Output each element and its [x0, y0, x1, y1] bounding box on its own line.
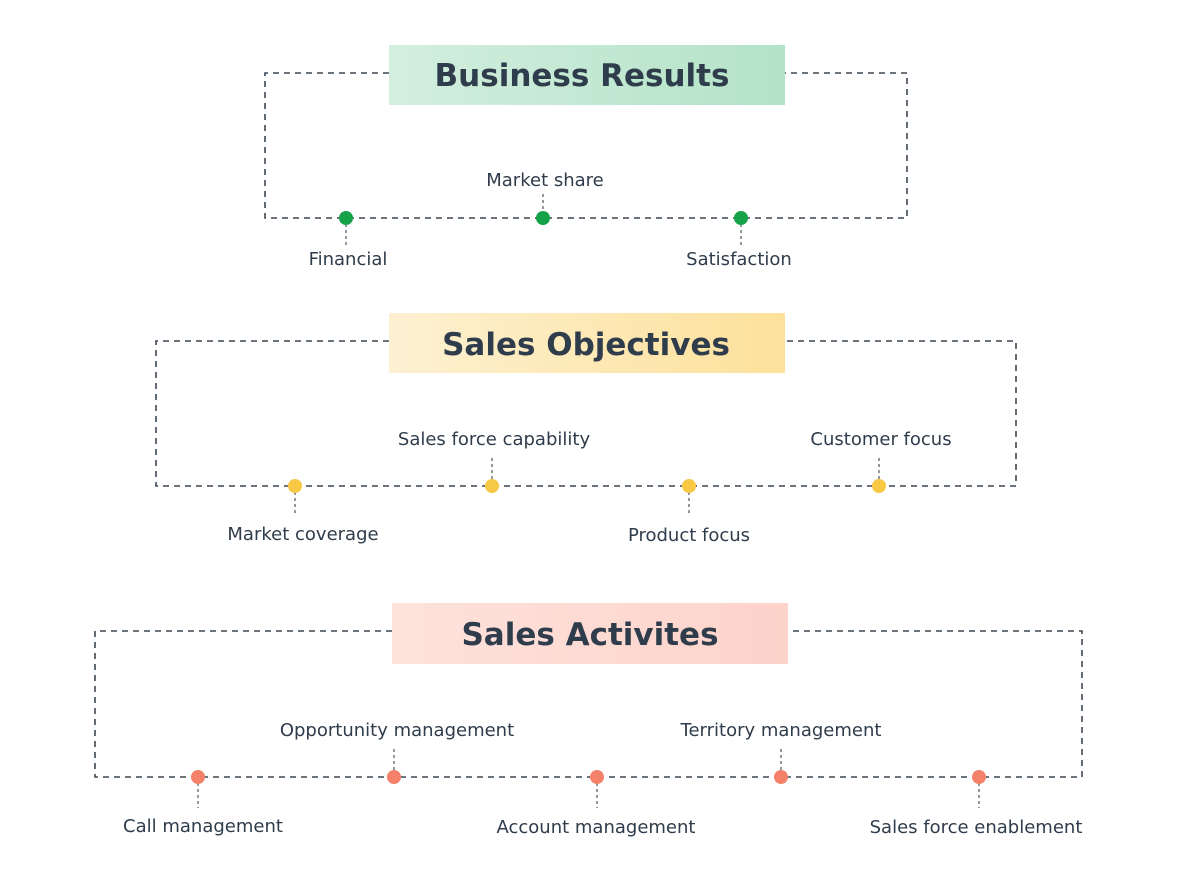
kpi-label: Product focus: [628, 525, 750, 546]
kpi-node: Market share: [486, 170, 604, 225]
kpi-dot: [972, 770, 986, 784]
kpi-node: Sales force capability: [398, 429, 591, 493]
kpi-label: Territory management: [680, 720, 882, 741]
kpi-label: Sales force enablement: [870, 817, 1083, 838]
kpi-label: Opportunity management: [280, 720, 514, 741]
kpi-label: Market share: [486, 170, 604, 191]
business-results-section: Business Results Financial Market share …: [264, 45, 908, 270]
kpi-dot: [774, 770, 788, 784]
kpi-label: Account management: [497, 817, 696, 838]
kpi-label: Call management: [123, 816, 283, 837]
kpi-node: Market coverage: [227, 479, 379, 545]
sales-activities-title-box: [392, 603, 788, 664]
sales-objectives-title: Sales Objectives: [442, 327, 730, 363]
sales-activities-frame: [94, 630, 1083, 778]
kpi-dot: [387, 770, 401, 784]
sales-objectives-section: Sales Objectives Market coverage Sales f…: [155, 313, 1017, 546]
business-results-frame: [264, 72, 908, 219]
kpi-node: Territory management: [680, 720, 882, 784]
kpi-node: Satisfaction: [686, 211, 792, 270]
kpi-label: Sales force capability: [398, 429, 591, 450]
kpi-node: Product focus: [628, 479, 750, 546]
kpi-node: Financial: [309, 211, 388, 270]
kpi-label: Financial: [309, 249, 388, 270]
kpi-dot: [872, 479, 886, 493]
kpi-dot: [734, 211, 748, 225]
kpi-label: Market coverage: [227, 524, 378, 545]
sales-objectives-title-box: [389, 313, 785, 373]
kpi-node: Call management: [123, 770, 283, 837]
kpi-dot: [485, 479, 499, 493]
kpi-node: Sales force enablement: [870, 770, 1083, 838]
kpi-dot: [536, 211, 550, 225]
sales-activities-section: Sales Activites Call management Opportun…: [94, 603, 1083, 838]
kpi-label: Customer focus: [810, 429, 951, 450]
business-results-title: Business Results: [435, 58, 730, 94]
kpi-dot: [682, 479, 696, 493]
business-results-title-box: [389, 45, 785, 105]
kpi-dot: [288, 479, 302, 493]
kpi-label: Satisfaction: [686, 249, 792, 270]
kpi-node: Customer focus: [810, 429, 952, 493]
kpi-dot: [590, 770, 604, 784]
kpi-node: Opportunity management: [280, 720, 514, 784]
sales-objectives-frame: [155, 340, 1017, 487]
sales-activities-title: Sales Activites: [461, 617, 718, 653]
kpi-node: Account management: [497, 770, 696, 838]
kpi-dot: [339, 211, 353, 225]
kpi-dot: [191, 770, 205, 784]
